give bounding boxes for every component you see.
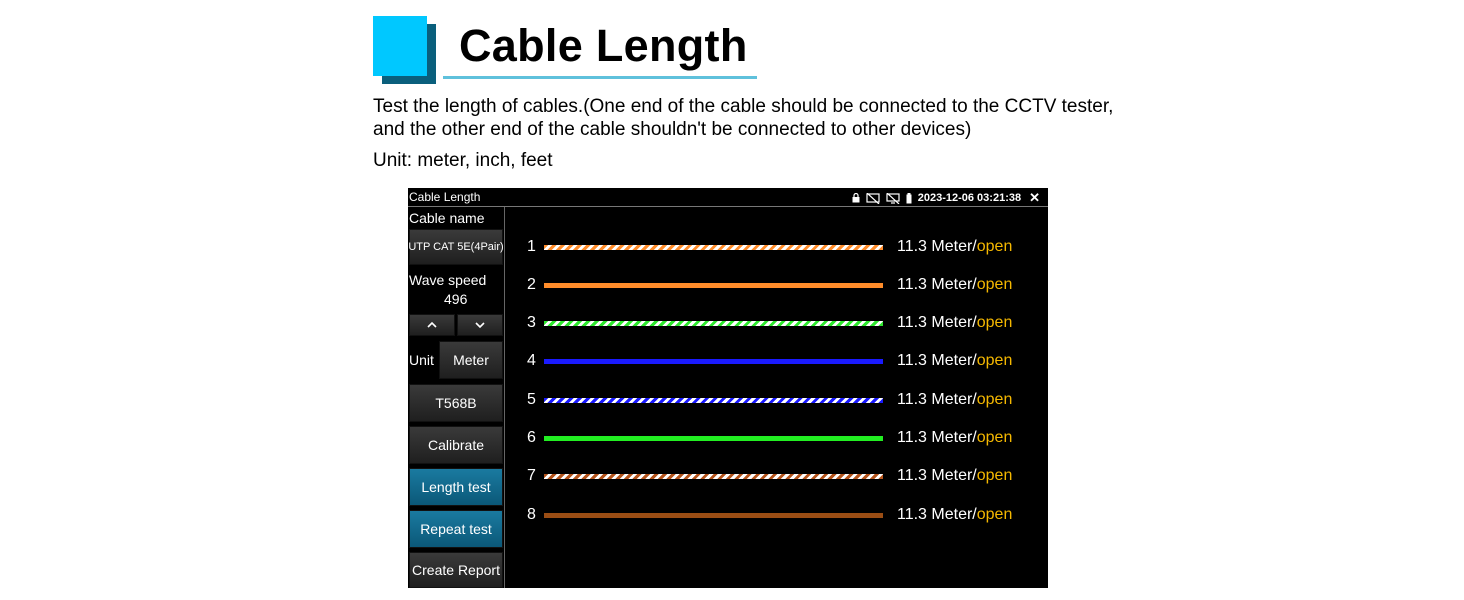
wire-row: 6 11.3 Meter/open xyxy=(505,429,1048,449)
left-panel: Cable name UTP CAT 5E(4Pair) Wave speed … xyxy=(408,207,505,588)
wave-speed-value: 496 xyxy=(444,291,468,307)
wire-status: open xyxy=(976,276,1013,293)
wire-status: open xyxy=(976,391,1013,408)
wave-speed-up-button[interactable] xyxy=(409,314,455,336)
no-display-icon xyxy=(866,192,880,204)
wire-status: open xyxy=(976,352,1013,369)
units-line: Unit: meter, inch, feet xyxy=(373,150,553,171)
wire-line xyxy=(544,245,883,250)
wire-number: 1 xyxy=(527,238,536,255)
wire-line xyxy=(544,436,883,441)
wire-row: 4 11.3 Meter/open xyxy=(505,352,1048,372)
wire-line xyxy=(544,359,883,364)
unit-label: Unit xyxy=(409,352,434,368)
wire-number: 6 xyxy=(527,429,536,446)
wire-line xyxy=(544,474,883,479)
wire-number: 3 xyxy=(527,314,536,331)
chevron-down-icon xyxy=(475,322,485,329)
wire-number: 7 xyxy=(527,467,536,484)
close-icon[interactable]: ✕ xyxy=(1029,190,1040,205)
lock-icon xyxy=(852,193,860,203)
wire-number: 8 xyxy=(527,506,536,523)
wire-line xyxy=(544,513,883,518)
unit-select-button[interactable]: Meter xyxy=(439,341,503,379)
wire-length: 11.3 Meter/open xyxy=(897,238,1012,256)
repeat-test-button[interactable]: Repeat test xyxy=(409,510,503,548)
device-screen: Cable Length 2023-12-06 03:21:38 ✕ xyxy=(408,188,1048,588)
standard-button[interactable]: T568B xyxy=(409,384,503,422)
wire-line xyxy=(544,283,883,288)
battery-icon xyxy=(906,192,912,203)
title-underline xyxy=(443,76,757,79)
wire-length-value: 11.3 Meter/ xyxy=(897,391,977,408)
wire-length-value: 11.3 Meter/ xyxy=(897,467,977,484)
wire-length: 11.3 Meter/open xyxy=(897,391,1012,409)
wire-line xyxy=(544,321,883,326)
wire-length: 11.3 Meter/open xyxy=(897,352,1012,370)
wire-number: 4 xyxy=(527,352,536,369)
wire-length-value: 11.3 Meter/ xyxy=(897,238,977,255)
wire-length: 11.3 Meter/open xyxy=(897,506,1012,524)
app-title: Cable Length xyxy=(409,190,481,204)
wire-length-value: 11.3 Meter/ xyxy=(897,429,977,446)
wire-status: open xyxy=(976,506,1013,523)
wire-row: 7 11.3 Meter/open xyxy=(505,467,1048,487)
length-test-button[interactable]: Length test xyxy=(409,468,503,506)
create-report-button[interactable]: Create Report xyxy=(409,552,503,588)
wire-row: 3 11.3 Meter/open xyxy=(505,314,1048,334)
wire-length: 11.3 Meter/open xyxy=(897,314,1012,332)
wire-row: 1 11.3 Meter/open xyxy=(505,238,1048,258)
wire-length-value: 11.3 Meter/ xyxy=(897,352,977,369)
wire-length-value: 11.3 Meter/ xyxy=(897,314,977,331)
description: Test the length of cables.(One end of th… xyxy=(373,95,1113,141)
calibrate-button[interactable]: Calibrate xyxy=(409,426,503,464)
cable-name-label: Cable name xyxy=(409,210,485,226)
wire-row: 2 11.3 Meter/open xyxy=(505,276,1048,296)
no-monitor-icon xyxy=(886,192,900,204)
wire-length-value: 11.3 Meter/ xyxy=(897,276,977,293)
wire-status: open xyxy=(976,429,1013,446)
wire-number: 2 xyxy=(527,276,536,293)
title-square-icon xyxy=(373,16,427,76)
wire-status: open xyxy=(976,238,1013,255)
status-icons: 2023-12-06 03:21:38 ✕ xyxy=(852,190,1040,206)
wire-length: 11.3 Meter/open xyxy=(897,467,1012,485)
wire-status: open xyxy=(976,467,1013,484)
wave-speed-label: Wave speed xyxy=(409,272,487,288)
wire-row: 8 11.3 Meter/open xyxy=(505,506,1048,526)
wire-number: 5 xyxy=(527,391,536,408)
status-datetime: 2023-12-06 03:21:38 xyxy=(917,192,1022,204)
wave-speed-down-button[interactable] xyxy=(457,314,503,336)
wire-row: 5 11.3 Meter/open xyxy=(505,391,1048,411)
wire-line xyxy=(544,398,883,403)
chevron-up-icon xyxy=(427,321,437,328)
wire-length: 11.3 Meter/open xyxy=(897,276,1012,294)
description-line-1: Test the length of cables.(One end of th… xyxy=(373,96,1114,117)
wire-length: 11.3 Meter/open xyxy=(897,429,1012,447)
status-bar: Cable Length 2023-12-06 03:21:38 ✕ xyxy=(408,188,1048,207)
wire-results-panel: 1 11.3 Meter/open 2 11.3 Meter/open 3 11… xyxy=(505,207,1048,588)
cable-name-button[interactable]: UTP CAT 5E(4Pair) xyxy=(408,229,504,265)
page-title: Cable Length xyxy=(459,20,748,71)
wire-length-value: 11.3 Meter/ xyxy=(897,506,977,523)
description-line-2: and the other end of the cable shouldn't… xyxy=(373,119,972,140)
wire-status: open xyxy=(976,314,1013,331)
